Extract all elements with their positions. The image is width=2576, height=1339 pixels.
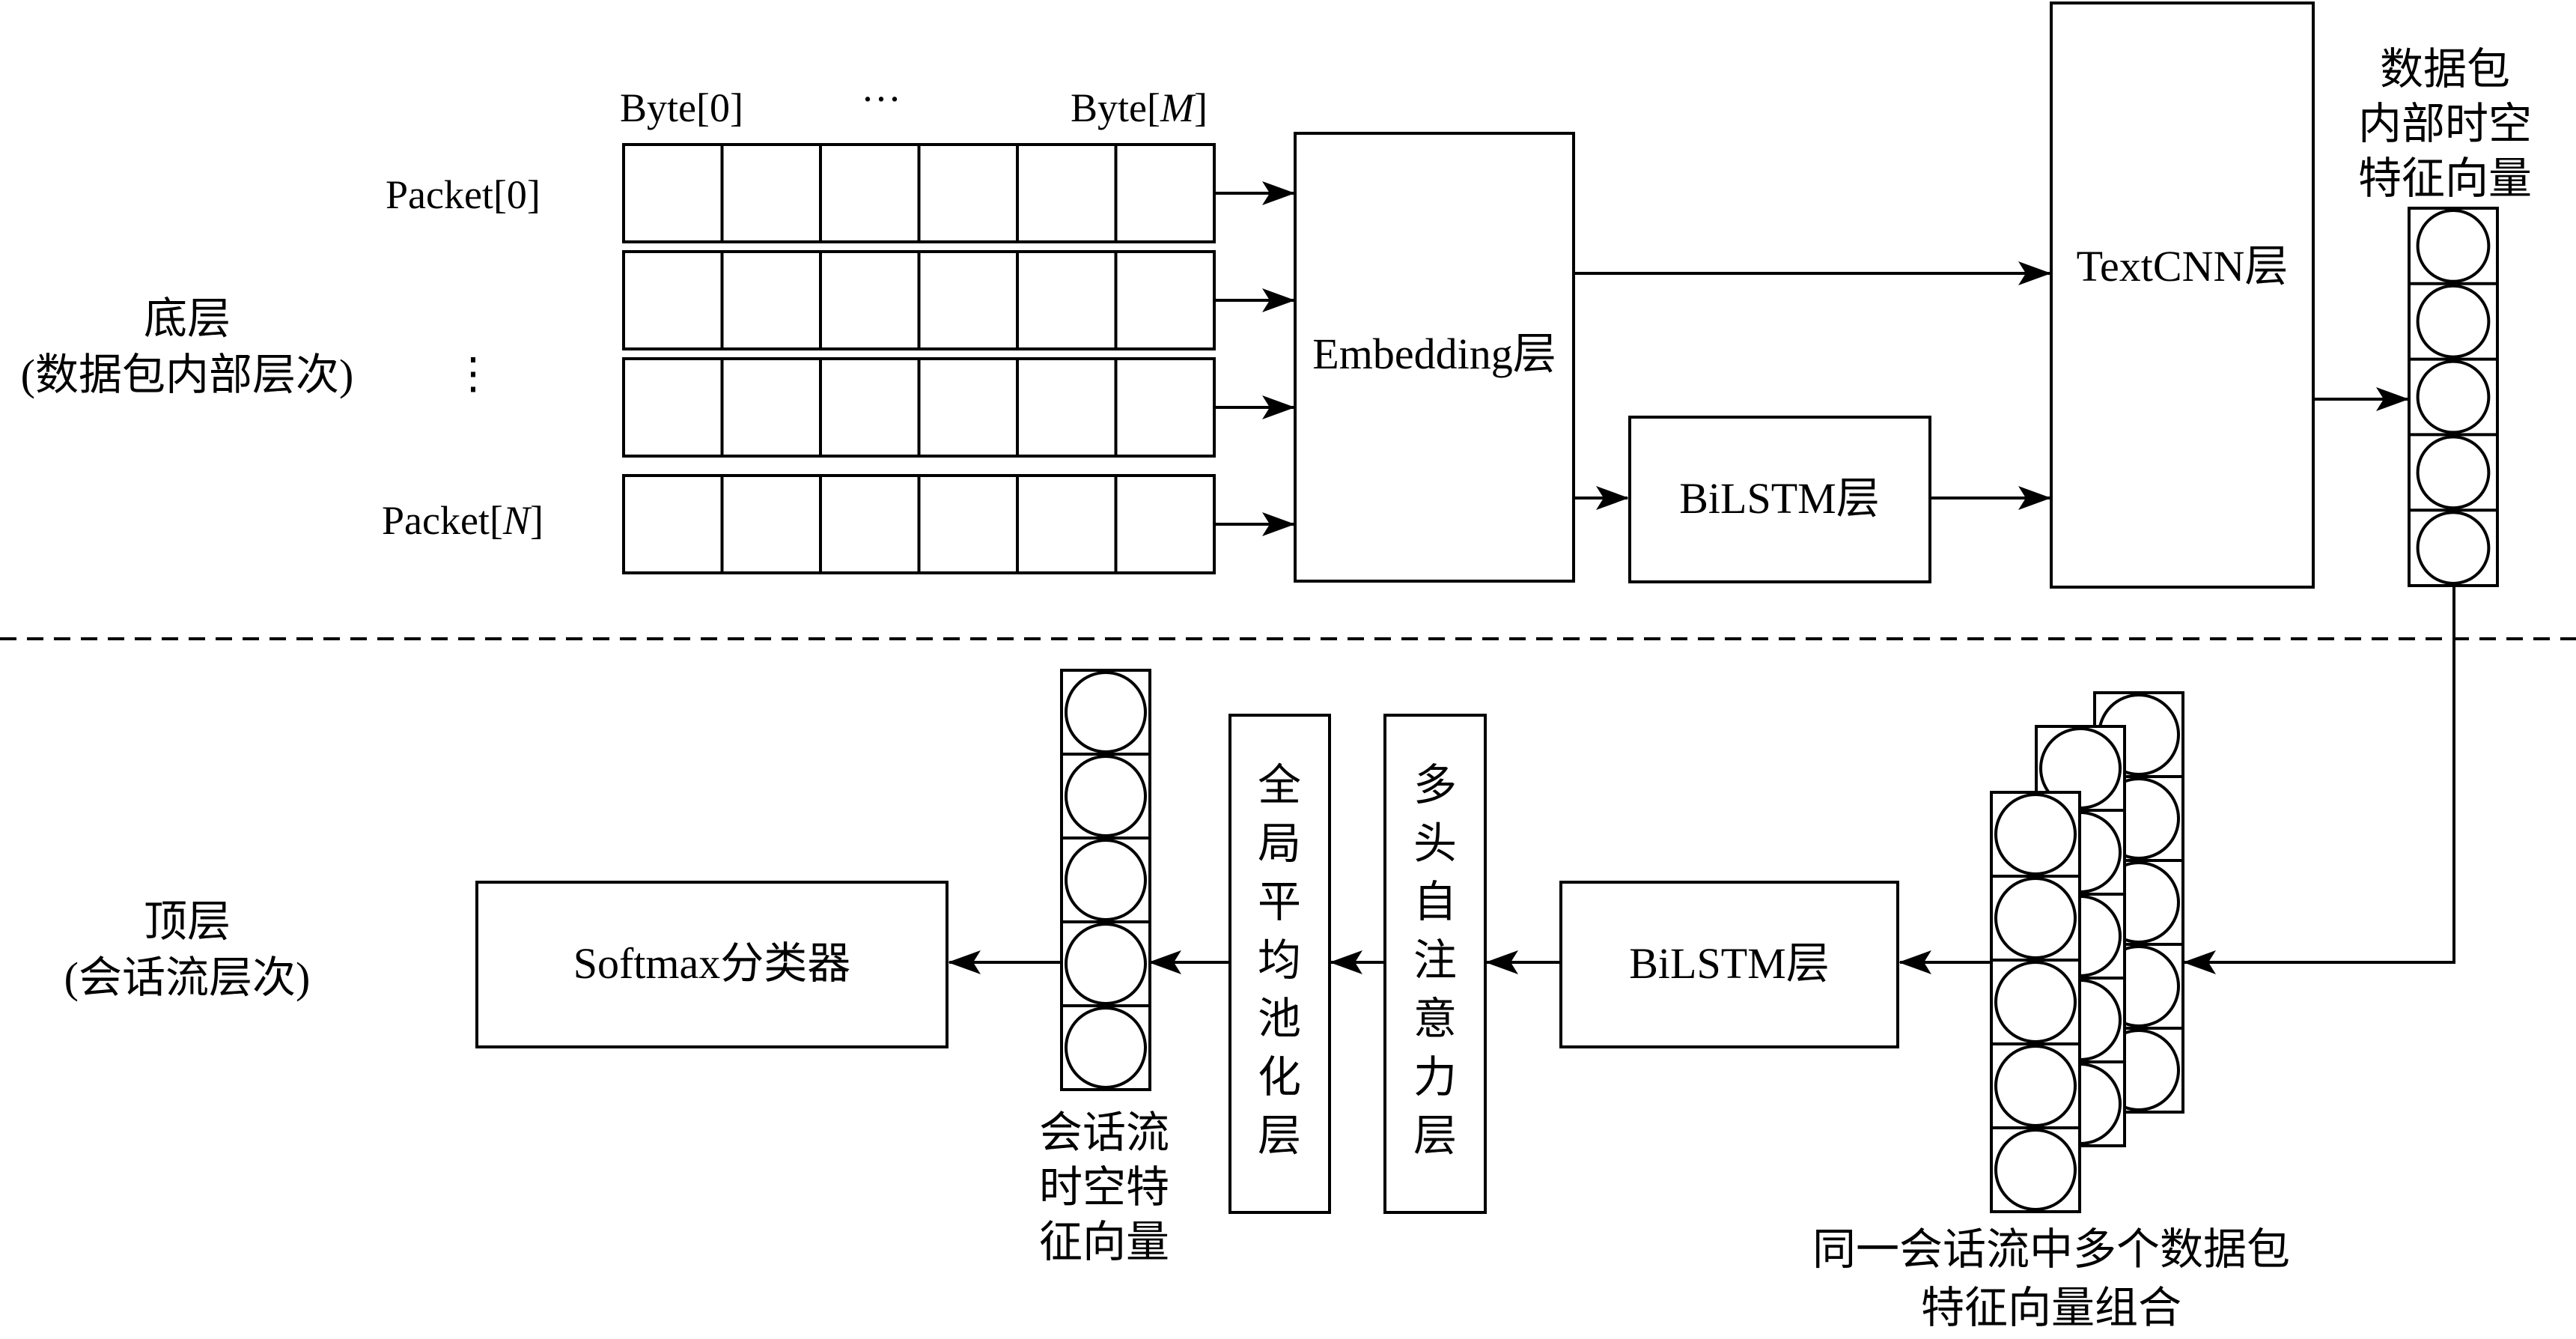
session-feature-vector (1060, 669, 1151, 1091)
combo-vector-front-element (1994, 1129, 2077, 1211)
top-layer-title: 顶层 (144, 897, 231, 946)
byte-cell (720, 357, 822, 458)
byte-cell (917, 250, 1019, 350)
packet-vector-cell-element (2416, 209, 2491, 283)
byte-first-label: Byte[0] (620, 85, 743, 130)
packet-feature-vector (2408, 207, 2499, 587)
session-vector-cell-element (1065, 1006, 1147, 1089)
top-layer-subtitle: (会话流层次) (64, 953, 311, 1002)
pooling-label-char: 化 (1258, 1053, 1301, 1102)
combo-vector-front (1990, 791, 2081, 1213)
bilstm-bottom-layer-box (1559, 881, 1899, 1048)
byte-cell (720, 250, 822, 350)
packet-vector-label-line1: 数据包 (2380, 45, 2510, 94)
attention-label-char: 多 (1413, 761, 1457, 810)
softmax-classifier-label: Softmax分类器 (573, 939, 851, 988)
session-vector-cell-element (1065, 755, 1147, 837)
byte-cell (1016, 143, 1118, 243)
bottom-layer-title: 底层 (144, 294, 231, 343)
byte-cell (1114, 474, 1216, 574)
packet-vector-cell-element (2416, 359, 2491, 434)
byte-last-label: Byte[M] (1071, 85, 1208, 130)
pooling-label-char: 均 (1258, 936, 1301, 985)
byte-cell (622, 357, 724, 458)
byte-cell (1016, 474, 1118, 574)
session-vector-cell (1060, 669, 1151, 1091)
byte-cell (1114, 143, 1216, 243)
pooling-label-char: 池 (1258, 995, 1301, 1043)
packet-grid (622, 143, 1216, 574)
combo-vector-front-element (1994, 961, 2077, 1043)
byte-cell (819, 474, 921, 574)
packet-first-label: Packet[0] (386, 172, 541, 217)
attention-label-char: 头 (1413, 819, 1457, 868)
packet-vector-cell-element (2416, 435, 2491, 510)
byte-cell (720, 143, 822, 243)
session-vector-cell-element (1065, 923, 1147, 1005)
byte-cell (917, 143, 1019, 243)
bilstm-top-layer-label: BiLSTM层 (1679, 474, 1880, 523)
textcnn-layer-label: TextCNN层 (2077, 242, 2289, 291)
attention-label-char: 层 (1413, 1111, 1457, 1160)
combined-vectors-label-line1: 同一会话流中多个数据包 (1812, 1225, 2290, 1274)
session-vector-cell-element (1065, 671, 1147, 753)
byte-cell (1016, 250, 1118, 350)
byte-cell (917, 357, 1019, 458)
packet-vector-label-line3: 特征向量 (2358, 154, 2532, 203)
pooling-label-char: 全 (1258, 761, 1301, 810)
combo-vector-front-element (1994, 793, 2077, 875)
combined-vectors-label-line2: 特征向量组合 (1921, 1284, 2181, 1332)
packet-last-label: Packet[N] (382, 498, 543, 543)
byte-cell (819, 143, 921, 243)
byte-cell (819, 357, 921, 458)
attention-label-char: 自 (1413, 878, 1457, 926)
byte-cell (622, 143, 724, 243)
embedding-layer-box (1294, 132, 1575, 583)
packet-vector-cell-element (2416, 511, 2491, 585)
byte-cell (622, 474, 724, 574)
pooling-label-char: 层 (1258, 1111, 1301, 1160)
combo-vector-front-element (1994, 1045, 2077, 1127)
attention-label-char: 力 (1413, 1053, 1457, 1102)
session-vector-label-line1: 会话流 (1039, 1108, 1169, 1157)
softmax-classifier-box (475, 881, 949, 1048)
packet-vector-cell-element (2416, 284, 2491, 359)
byte-ellipsis: ··· (861, 76, 901, 121)
packet-vector-cell (2408, 207, 2499, 587)
byte-cell (917, 474, 1019, 574)
byte-cell (819, 250, 921, 350)
session-vector-label-line2: 时空特 (1039, 1163, 1169, 1212)
attention-label-char: 注 (1413, 936, 1457, 985)
bottom-layer-subtitle: (数据包内部层次) (21, 350, 354, 399)
combo-vector-front-element (1994, 877, 2077, 959)
byte-cell (622, 250, 724, 350)
pooling-label-char: 平 (1258, 878, 1301, 926)
session-vector-label-line3: 征向量 (1039, 1218, 1169, 1266)
byte-cell (1114, 250, 1216, 350)
bilstm-bottom-layer-label: BiLSTM层 (1629, 939, 1830, 988)
byte-cell (720, 474, 822, 574)
connector-packet-vector-to-combo (2183, 586, 2455, 974)
pooling-label-char: 局 (1258, 819, 1301, 868)
attention-label-char: 意 (1413, 995, 1457, 1043)
session-vector-cell-element (1065, 839, 1147, 921)
byte-cell (1016, 357, 1118, 458)
embedding-layer-label: Embedding层 (1312, 330, 1556, 378)
attention-layer-box (1383, 714, 1487, 1214)
textcnn-layer-box (2050, 1, 2315, 589)
combined-vectors-stack (1990, 691, 2184, 1213)
byte-cell (1114, 357, 1216, 458)
packet-vertical-dots: ⋮ (451, 349, 495, 398)
packet-vector-label-line2: 内部时空 (2358, 100, 2532, 148)
